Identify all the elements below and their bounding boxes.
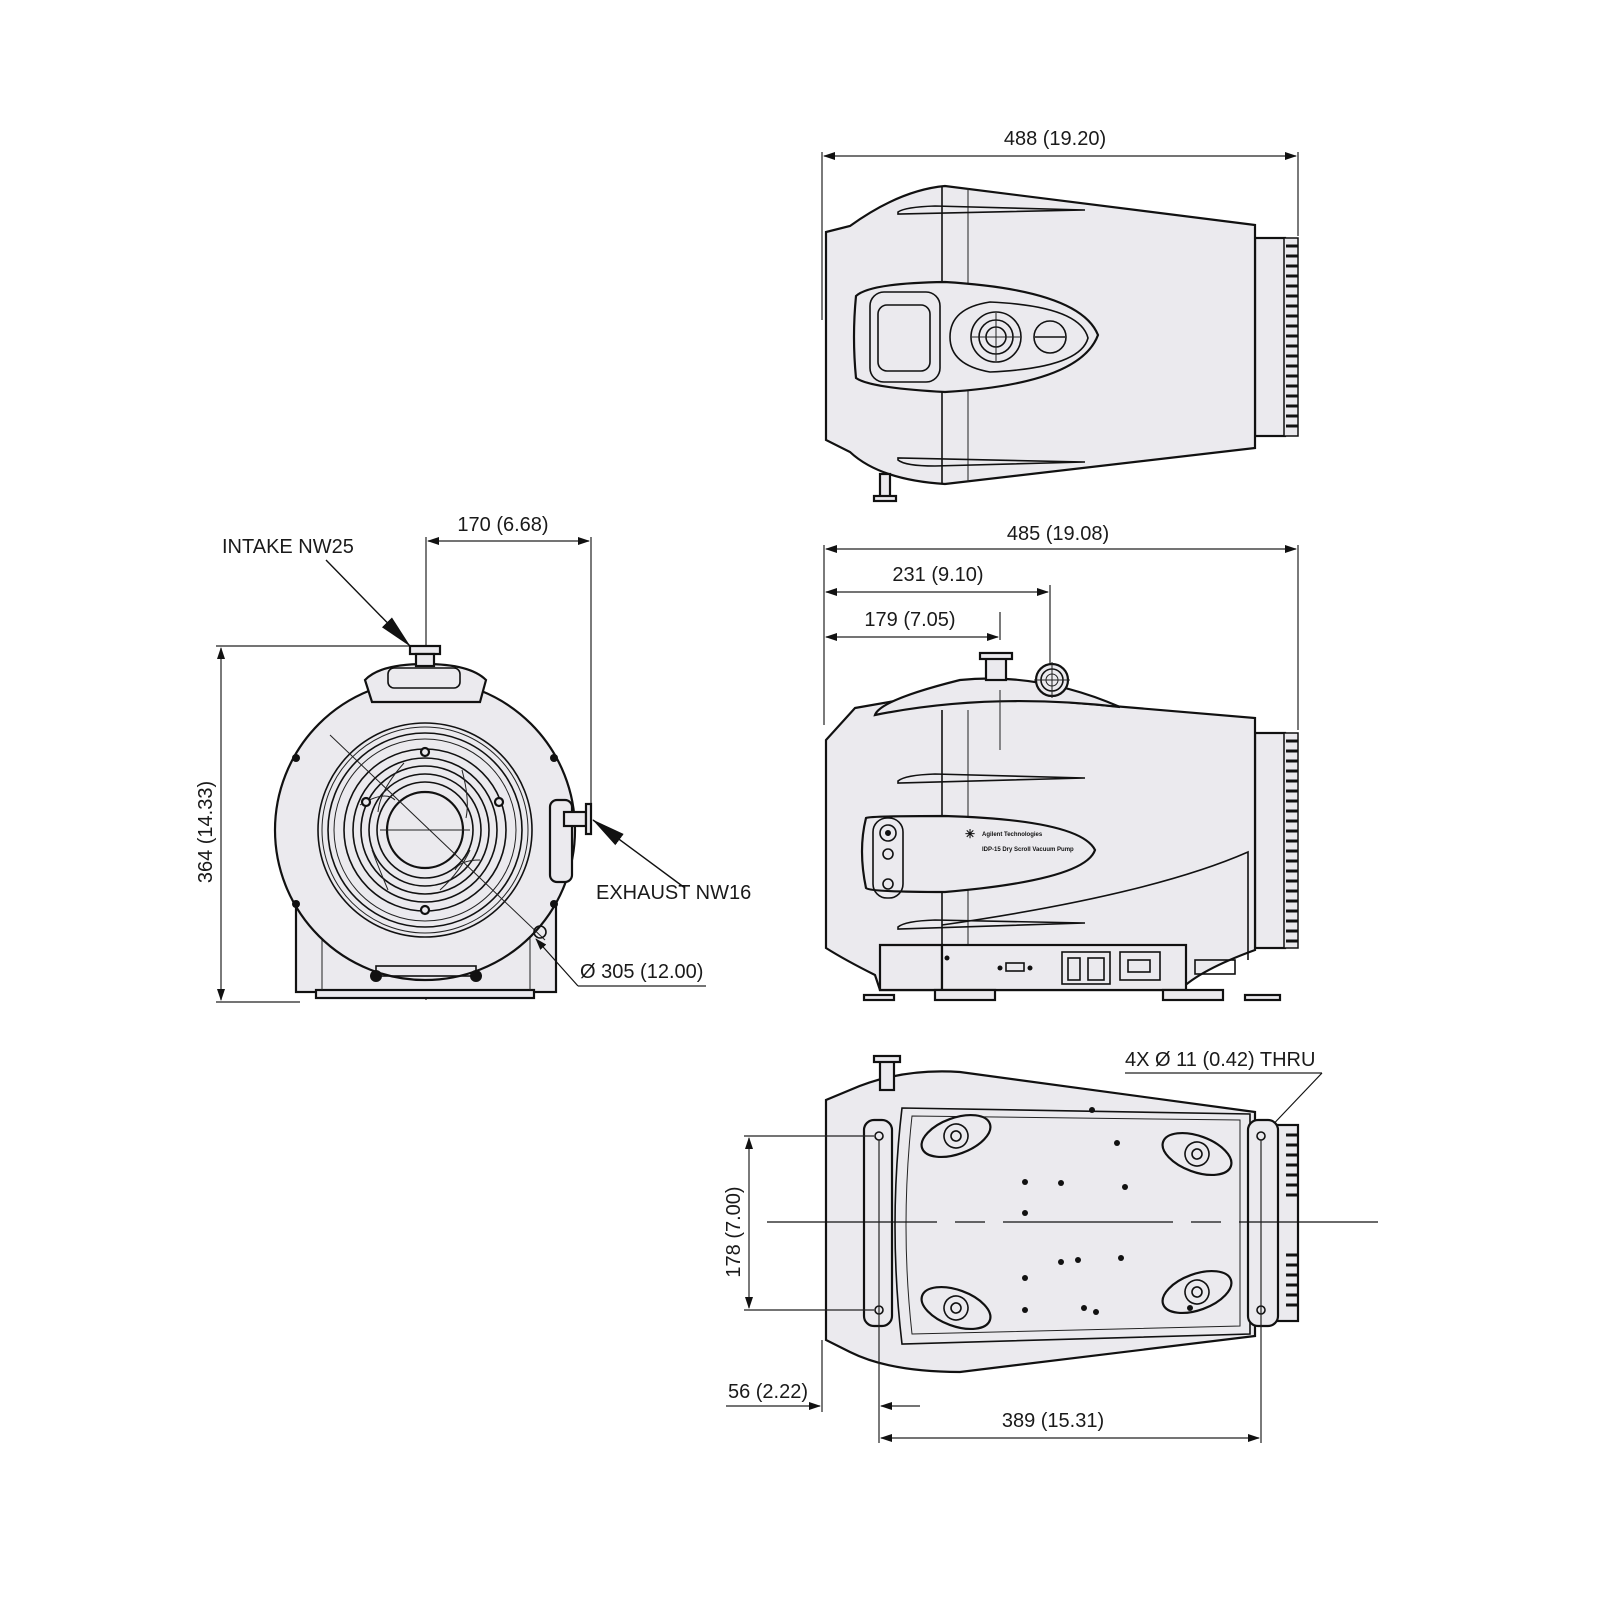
fan-blades xyxy=(359,762,481,891)
diameter-label: Ø 305 (12.00) xyxy=(580,961,703,983)
fan-fins-side xyxy=(1283,732,1299,949)
dim-hole-offset: 56 (2.22) xyxy=(728,1381,808,1403)
agilent-spark-icon: ✳ xyxy=(965,827,975,841)
dim-overall-length-side: 485 (19.08) xyxy=(1007,523,1109,545)
top-view: 488 (19.20) xyxy=(821,128,1299,503)
dim-height: 364 (14.33) xyxy=(195,781,217,883)
dim-intake-offset: 179 (7.05) xyxy=(864,609,955,631)
fan-fins-top xyxy=(1283,237,1299,437)
bottom-view: 4X Ø 11 (0.42) THRU xyxy=(723,1049,1378,1443)
rubber-feet xyxy=(920,1113,1233,1331)
dim-exhaust-lateral: 170 (6.68) xyxy=(457,514,548,536)
exhaust-label: EXHAUST NW16 xyxy=(596,882,751,904)
dim-hole-spacing-length: 389 (15.31) xyxy=(1002,1410,1104,1432)
dim-overall-length-top: 488 (19.20) xyxy=(1004,128,1106,150)
dim-exhaust-offset: 231 (9.10) xyxy=(892,564,983,586)
mount-holes-label: 4X Ø 11 (0.42) THRU xyxy=(1125,1049,1315,1071)
brand-label: Agilent Technologies xyxy=(982,832,1043,838)
intake-label: INTAKE NW25 xyxy=(222,536,354,558)
dim-hole-spacing-width: 178 (7.00) xyxy=(723,1186,745,1277)
front-view: 170 (6.68) 364 (14.33) xyxy=(195,514,751,1003)
side-view: 485 (19.08) 231 (9.10) 179 (7.05) xyxy=(823,523,1299,1002)
model-label: IDP-15 Dry Scroll Vacuum Pump xyxy=(982,847,1074,853)
